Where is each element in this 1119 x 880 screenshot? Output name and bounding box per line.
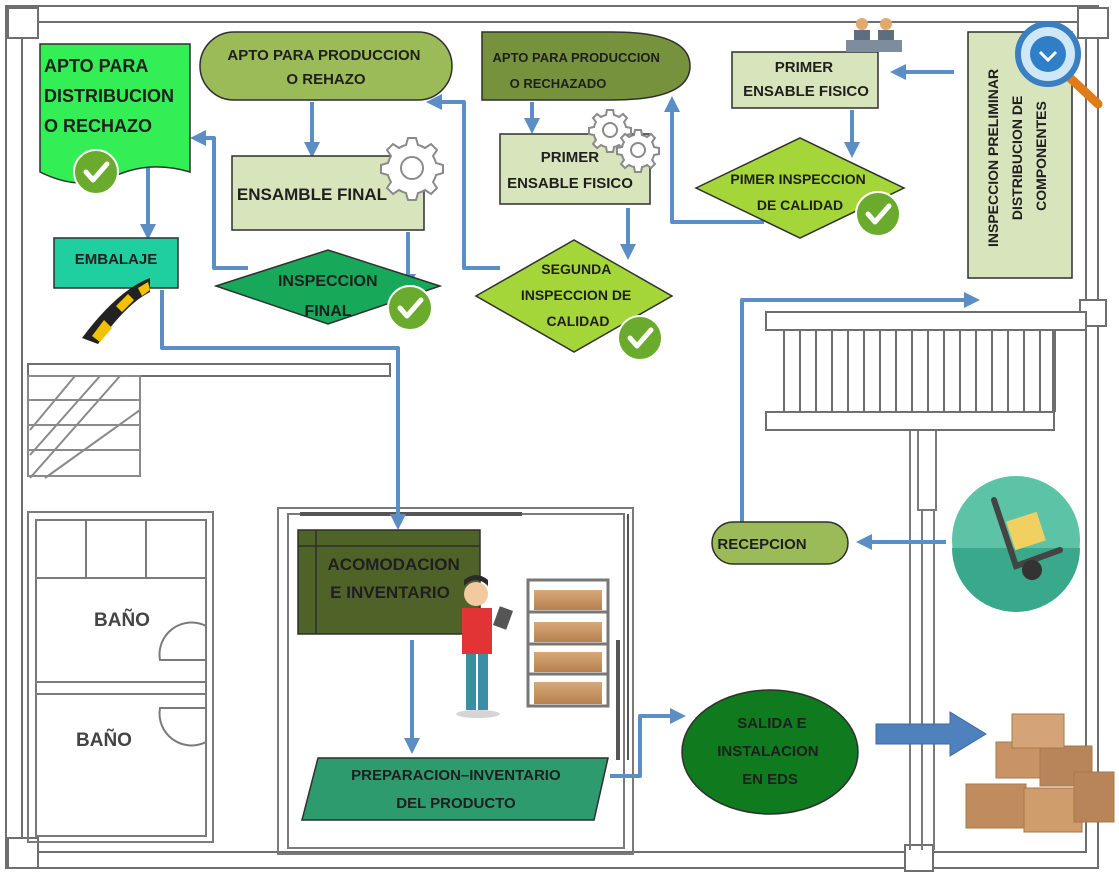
node-ensamble-final: ENSAMBLE FINAL [231, 137, 444, 231]
workers-icon [846, 18, 902, 52]
node-label: PRIMER ENSABLE FISICO [507, 149, 633, 192]
floor-plan: BAÑO BAÑO [5, 5, 1109, 872]
node-label-line: O RECHAZO [44, 116, 152, 136]
node-label-line: INSPECCION [278, 273, 378, 290]
boxes-pile-icon [965, 713, 1115, 833]
node-label: EMBALAJE [75, 251, 158, 268]
node-primer-ensable-mid: PRIMER ENSABLE FISICO [499, 109, 660, 205]
node-label-line: PRIMER [775, 59, 834, 76]
worker-tablet-icon [456, 575, 513, 718]
flow-arrow [190, 130, 248, 270]
gear-icon [616, 129, 660, 173]
node-label: PREPARACION–INVENTARIO DEL PRODUCTO [351, 767, 565, 812]
node-label: APTO PARA DISTRIBUCION O RECHAZO [44, 56, 179, 136]
node-label: SEGUNDA INSPECCION DE CALIDAD [521, 261, 635, 329]
node-label-line: INSPECCION DE [521, 287, 631, 303]
gear-icon [380, 137, 444, 201]
node-label: INSPECCION PRELIMINAR DISTRIBUCION DE CO… [985, 65, 1049, 247]
right-walls [909, 429, 937, 850]
node-label-line: APTO PARA PRODUCCION [227, 47, 420, 64]
node-label-line: ENSABLE FISICO [507, 175, 633, 192]
magnifier-icon [1015, 21, 1103, 109]
node-label: APTO PARA PRODUCCION O REHAZO [227, 47, 424, 88]
node-label-line: DISTRIBUCION [44, 86, 174, 106]
node-label-line: PRIMER [541, 149, 600, 166]
corner-column [1077, 7, 1109, 39]
node-pimer-inspeccion: PIMER INSPECCION DE CALIDAD [694, 137, 906, 239]
node-label: PRIMER ENSABLE FISICO [743, 59, 869, 100]
node-apto-distribucion: APTO PARA DISTRIBUCION O RECHAZO [39, 43, 191, 194]
node-label-line: ACOMODACION [328, 555, 460, 574]
node-label-line: EMBALAJE [75, 251, 158, 268]
big-arrow-icon [875, 711, 987, 757]
flow-arrow [160, 290, 406, 530]
node-label: APTO PARA PRODUCCION O RECHAZADO [493, 50, 664, 91]
node-label-line: INSPECCION PRELIMINAR [985, 69, 1001, 247]
bathroom-label-lower: BAÑO [76, 729, 132, 751]
node-label-line: SALIDA E [737, 715, 806, 732]
node-apto-produccion-rehazo: APTO PARA PRODUCCION O REHAZO [199, 31, 453, 101]
node-label-line: FINAL [304, 303, 351, 320]
shelf-boxes-icon [526, 578, 610, 708]
stairs [27, 375, 141, 479]
node-label-line: EN EDS [742, 771, 798, 788]
node-segunda-inspeccion: SEGUNDA INSPECCION DE CALIDAD [474, 239, 674, 360]
node-label-line: INSTALACION [717, 743, 818, 760]
corner-column [7, 7, 39, 39]
node-label: PIMER INSPECCION DE CALIDAD [730, 171, 869, 213]
node-embalaje: EMBALAJE [53, 237, 179, 344]
node-recepcion: RECEPCION [711, 476, 1080, 612]
flow-arrow [740, 292, 980, 524]
flow-arrow [610, 708, 686, 778]
node-label-line: DEL PRODUCTO [396, 795, 516, 812]
speed-bump-icon [82, 278, 150, 344]
node-label: ENSAMBLE FINAL [237, 185, 387, 204]
check-icon [618, 316, 662, 360]
bathroom-label-upper: BAÑO [94, 609, 150, 631]
node-apto-produccion-rechazado: APTO PARA PRODUCCION O RECHAZADO [481, 31, 691, 101]
node-label-line: PREPARACION–INVENTARIO [351, 767, 561, 784]
node-acomodacion: ACOMODACION E INVENTARIO [297, 529, 610, 718]
node-label-line: O REHAZO [286, 71, 366, 88]
node-salida: SALIDA E INSTALACION EN EDS [681, 689, 859, 815]
balcony-railing [765, 311, 1087, 431]
node-label-line: PIMER INSPECCION [730, 171, 865, 187]
node-label: INSPECCION FINAL [278, 273, 382, 320]
node-inspeccion-preliminar: INSPECCION PRELIMINAR DISTRIBUCION DE CO… [967, 21, 1103, 279]
node-label-line: CALIDAD [547, 313, 610, 329]
node-label: ACOMODACION E INVENTARIO [328, 555, 465, 602]
check-icon [856, 192, 900, 236]
node-label-line: RECEPCION [717, 536, 806, 553]
node-label-line: O RECHAZADO [510, 76, 607, 91]
node-label-line: E INVENTARIO [330, 583, 450, 602]
node-label-line: DISTRIBUCION DE [1009, 96, 1025, 220]
node-inspeccion-final: INSPECCION FINAL [213, 249, 443, 330]
node-preparacion: PREPARACION–INVENTARIO DEL PRODUCTO [301, 757, 609, 821]
node-label-line: DE CALIDAD [757, 197, 843, 213]
node-label-line: SEGUNDA [541, 261, 611, 277]
node-primer-ensable-top: PRIMER ENSABLE FISICO [731, 18, 902, 109]
node-label-line: ENSAMBLE FINAL [237, 185, 387, 204]
node-label-line: ENSABLE FISICO [743, 83, 869, 100]
flow-arrows [140, 64, 987, 778]
node-label-line: COMPONENTES [1033, 101, 1049, 211]
bathroom-area [27, 511, 214, 843]
node-label-line: APTO PARA [44, 56, 148, 76]
central-room [277, 507, 634, 855]
check-icon [388, 286, 432, 330]
node-label-line: APTO PARA PRODUCCION [493, 50, 660, 65]
partition-wall [27, 363, 391, 377]
node-label: RECEPCION [717, 536, 806, 553]
check-icon [74, 150, 118, 194]
flow-arrow [426, 94, 500, 270]
outer-wall [5, 5, 1099, 869]
inner-wall [21, 21, 1087, 853]
hand-truck-icon [952, 476, 1080, 612]
node-label: SALIDA E INSTALACION EN EDS [717, 715, 823, 788]
flow-arrow [664, 96, 764, 224]
